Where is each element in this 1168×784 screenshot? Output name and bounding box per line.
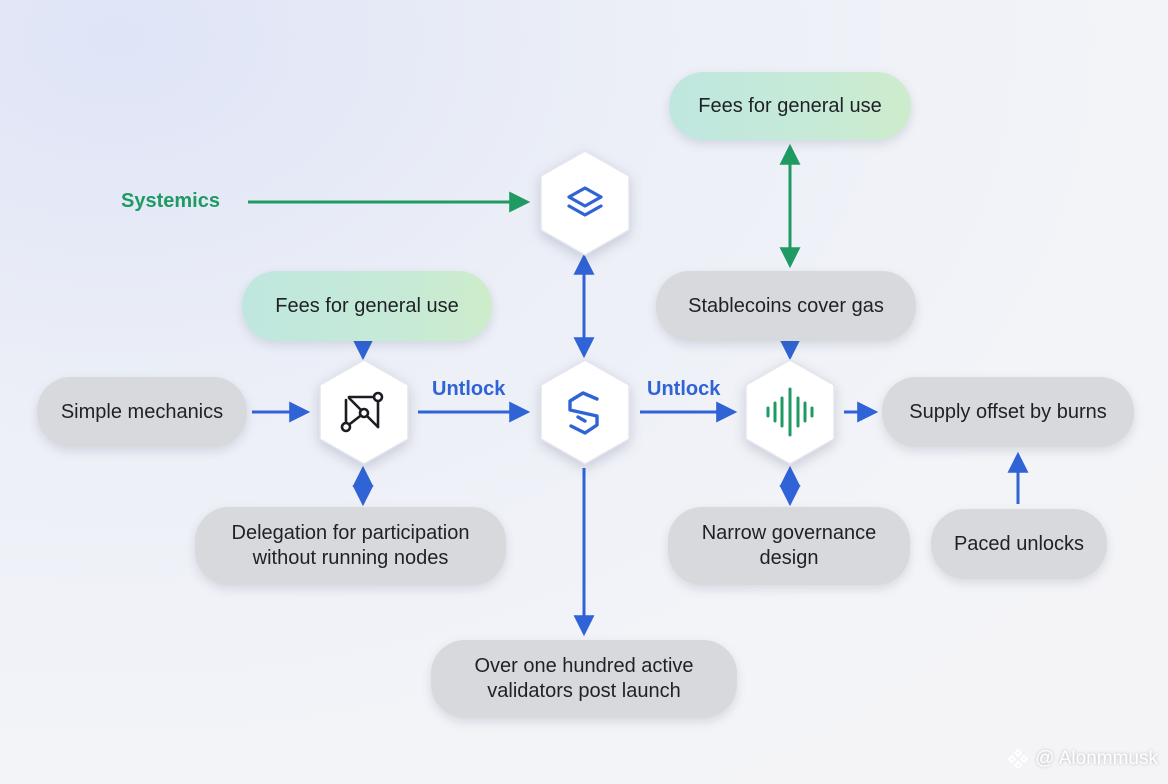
supply-offset-label: Supply offset by burns (909, 400, 1107, 423)
watermark: @ Alonmmusk (1007, 748, 1158, 770)
fees-top-label: Fees for general use (698, 94, 882, 117)
fees-top-node: Fees for general use (669, 72, 911, 140)
systemics-label: Systemics (121, 190, 220, 212)
center-hex-node (537, 357, 633, 467)
narrow-governance-line-1: Narrow governance (701, 522, 877, 544)
network-graph-icon (340, 391, 384, 433)
layers-icon (567, 186, 603, 217)
stablecoins-label: Stablecoins cover gas (688, 294, 884, 317)
delegation-line-2: without running nodes (252, 547, 449, 569)
simple-mechanics-label: Simple mechanics (60, 400, 224, 423)
left-hex-node (316, 357, 412, 467)
s-logo-icon (568, 391, 599, 435)
fees-left-label: Fees for general use (275, 294, 459, 317)
fees-left-node: Fees for general use (242, 271, 492, 341)
right-hex-node (742, 357, 838, 467)
narrow-governance-line-2: design (759, 547, 819, 569)
top-hex-node (537, 148, 633, 258)
delegation-node: Delegation for participation without run… (195, 507, 506, 585)
delegation-line-1: Delegation for participation (231, 522, 470, 544)
validators-line-1: Over one hundred active (474, 655, 694, 677)
diamond-logo-icon (1007, 748, 1029, 770)
untlock-right-label: Untlock (647, 378, 721, 400)
validators-line-2: validators post launch (487, 680, 681, 702)
paced-unlocks-label: Paced unlocks (953, 532, 1085, 555)
validators-node: Over one hundred active validators post … (431, 640, 737, 718)
supply-offset-node: Supply offset by burns (882, 377, 1134, 447)
stablecoins-node: Stablecoins cover gas (656, 271, 916, 341)
untlock-left-label: Untlock (432, 378, 506, 400)
paced-unlocks-node: Paced unlocks (931, 509, 1107, 579)
sound-wave-icon (766, 387, 814, 437)
narrow-governance-node: Narrow governance design (668, 507, 910, 585)
simple-mechanics-node: Simple mechanics (37, 377, 247, 447)
watermark-text: @ Alonmmusk (1035, 748, 1158, 769)
